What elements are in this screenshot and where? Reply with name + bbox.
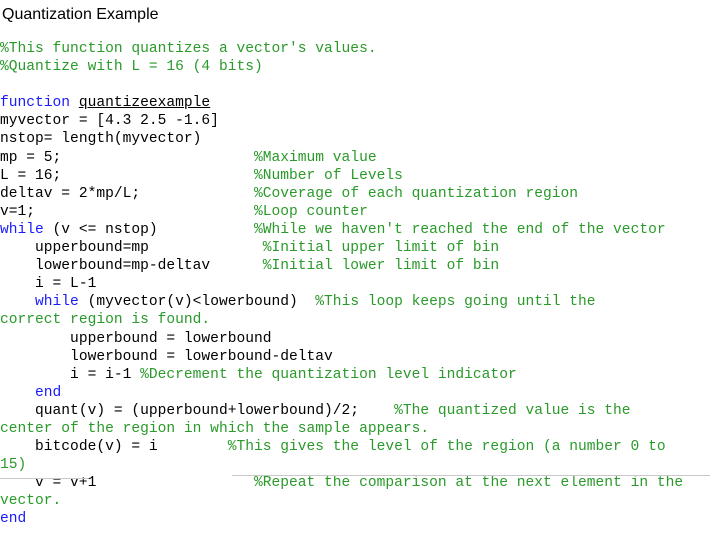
code-line: i = L-1 — [0, 275, 683, 293]
comment-text: %This gives the level of the region (a n… — [227, 439, 666, 456]
code-text: L = 16; — [0, 167, 254, 184]
keyword-text: while — [0, 221, 44, 238]
code-line: function quantizeexample — [0, 94, 683, 112]
keyword-text: end — [35, 384, 62, 401]
keyword-text: end — [0, 511, 27, 528]
code-line: 15) — [0, 456, 683, 474]
keyword-text: while — [35, 294, 79, 311]
code-line: quant(v) = (upperbound+lowerbound)/2; %T… — [0, 402, 683, 420]
code-line: v=1; %Loop counter — [0, 203, 683, 221]
code-listing: %This function quantizes a vector's valu… — [0, 40, 683, 529]
code-text: deltav = 2*mp/L; — [0, 185, 254, 202]
comment-text: %While we haven't reached the end of the… — [253, 221, 666, 238]
code-line: myvector = [4.3 2.5 -1.6] — [0, 112, 683, 130]
code-text: quant(v) = (upperbound+lowerbound)/2; — [0, 402, 395, 419]
code-line: mp = 5; %Maximum value — [0, 149, 683, 167]
code-line: while (myvector(v)<lowerbound) %This loo… — [0, 293, 683, 311]
comment-text: %Number of Levels — [253, 167, 403, 184]
code-text: v = v+1 — [0, 475, 254, 492]
code-line: nstop= length(myvector) — [0, 130, 683, 148]
code-text: quantizeexample — [78, 95, 211, 112]
code-text: i = i-1 — [0, 366, 141, 383]
code-text — [0, 294, 35, 310]
code-line: %This function quantizes a vector's valu… — [0, 40, 683, 58]
code-text: i = L-1 — [0, 276, 97, 293]
comment-text: vector. — [0, 493, 62, 510]
code-line: while (v <= nstop) %While we haven't rea… — [0, 221, 683, 239]
divider-line — [232, 475, 710, 476]
comment-text: %This loop keeps going until the — [315, 294, 596, 311]
code-line: upperbound=mp %Initial upper limit of bi… — [0, 239, 683, 257]
divider-line — [0, 478, 88, 479]
code-text — [0, 385, 35, 401]
comment-text: center of the region in which the sample… — [0, 420, 430, 437]
code-line: correct region is found. — [0, 311, 683, 329]
code-text: v=1; — [0, 203, 254, 220]
comment-text: %This function quantizes a vector's valu… — [0, 41, 377, 57]
comment-text: %Loop counter — [253, 203, 368, 220]
code-text: bitcode(v) = i — [0, 439, 228, 456]
code-line: bitcode(v) = i %This gives the level of … — [0, 438, 683, 456]
comment-text: %Repeat the comparison at the next eleme… — [253, 475, 684, 492]
keyword-text: function — [0, 95, 71, 112]
code-line: center of the region in which the sample… — [0, 420, 683, 438]
code-text: (myvector(v)<lowerbound) — [78, 294, 316, 311]
code-line: L = 16; %Number of Levels — [0, 167, 683, 185]
code-line: end — [0, 384, 683, 402]
comment-text: %Coverage of each quantization region — [253, 185, 579, 202]
comment-text: correct region is found. — [0, 312, 211, 329]
code-line: %Quantize with L = 16 (4 bits) — [0, 58, 683, 76]
code-text: nstop= length(myvector) — [0, 131, 202, 148]
comment-text: %Quantize with L = 16 (4 bits) — [0, 59, 263, 76]
comment-text: %Decrement the quantization level indica… — [140, 366, 517, 383]
code-line: vector. — [0, 492, 683, 510]
comment-text: 15) — [0, 457, 27, 474]
code-text: (v <= nstop) — [43, 221, 254, 238]
code-line: deltav = 2*mp/L; %Coverage of each quant… — [0, 185, 683, 203]
code-text: upperbound=mp — [0, 240, 263, 257]
code-line: i = i-1 %Decrement the quantization leve… — [0, 366, 683, 384]
code-line: upperbound = lowerbound — [0, 330, 683, 348]
comment-text: %The quantized value is the — [394, 402, 631, 419]
code-text: lowerbound=mp-deltav — [0, 258, 263, 275]
comment-text: %Initial upper limit of bin — [262, 240, 500, 257]
comment-text: %Initial lower limit of bin — [262, 258, 500, 275]
code-text: upperbound = lowerbound — [0, 330, 272, 347]
code-text: myvector = [4.3 2.5 -1.6] — [0, 113, 219, 130]
code-line: lowerbound=mp-deltav %Initial lower limi… — [0, 257, 683, 275]
comment-text: %Maximum value — [253, 149, 377, 166]
code-line: v = v+1 %Repeat the comparison at the ne… — [0, 474, 683, 492]
code-line — [0, 76, 683, 94]
code-text: lowerbound = lowerbound-deltav — [0, 348, 333, 365]
code-line: lowerbound = lowerbound-deltav — [0, 348, 683, 366]
code-text — [70, 95, 79, 111]
document-title: Quantization Example — [2, 6, 159, 23]
code-text: mp = 5; — [0, 149, 254, 166]
code-line: end — [0, 510, 683, 528]
